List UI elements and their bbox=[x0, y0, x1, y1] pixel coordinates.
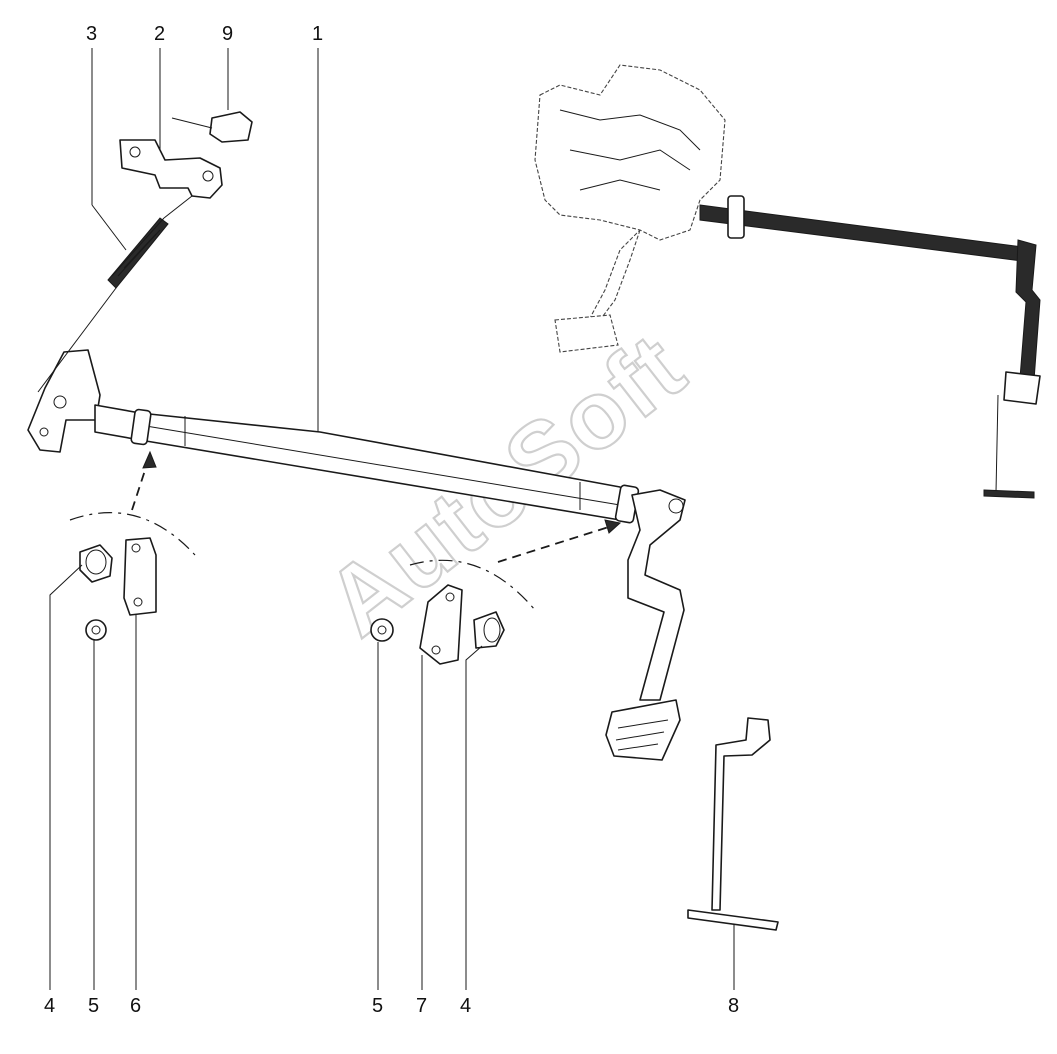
part-9-buffer bbox=[171, 111, 253, 143]
stop-bracket-body bbox=[711, 717, 771, 911]
callout-labels: 1 2 3 9 4 5 6 5 7 4 8 bbox=[44, 23, 739, 1017]
buffer-body bbox=[209, 111, 253, 143]
center-group-arc bbox=[409, 559, 536, 611]
inset-floor-plate bbox=[983, 489, 1035, 499]
left-bush-4 bbox=[79, 544, 113, 583]
label-5-left: 5 bbox=[88, 995, 99, 1017]
label-4-center: 4 bbox=[460, 995, 471, 1017]
label-7-center: 7 bbox=[416, 995, 427, 1017]
label-6-left: 6 bbox=[130, 995, 141, 1017]
center-clip-7 bbox=[419, 584, 463, 665]
leader-lines bbox=[49, 48, 735, 990]
part-1-pedal-shaft-assembly bbox=[27, 349, 686, 761]
label-9-top: 9 bbox=[222, 23, 233, 45]
assembly-overview-inset bbox=[534, 64, 1041, 499]
left-clip-6 bbox=[123, 537, 157, 616]
stop-bracket-foot bbox=[687, 909, 779, 931]
part-2-bracket bbox=[119, 139, 223, 199]
center-bushing-group bbox=[370, 519, 622, 665]
left-group-arc bbox=[69, 512, 196, 556]
label-8-bottom: 8 bbox=[728, 995, 739, 1017]
inset-pedal-pad bbox=[554, 314, 619, 353]
pedal-bracket-housing bbox=[534, 64, 726, 241]
inset-cross-shaft bbox=[699, 204, 1031, 263]
label-3-top: 3 bbox=[86, 23, 97, 45]
inset-pedal-arm bbox=[589, 229, 641, 321]
label-2-top: 2 bbox=[154, 23, 165, 45]
left-lever-arm bbox=[27, 349, 101, 453]
left-nut-5 bbox=[85, 619, 107, 641]
bracket-body bbox=[119, 139, 223, 199]
part-3-return-spring bbox=[37, 195, 193, 393]
label-1-top: 1 bbox=[312, 23, 323, 45]
center-bush-4 bbox=[473, 611, 505, 649]
label-4-left: 4 bbox=[44, 995, 55, 1017]
center-group-arrow-line bbox=[497, 524, 616, 563]
inset-shaft-clamp bbox=[727, 195, 745, 239]
center-nut-5 bbox=[370, 618, 394, 642]
brake-pedal-arm bbox=[627, 489, 686, 701]
label-5-center: 5 bbox=[372, 995, 383, 1017]
part-8-stop-bracket bbox=[687, 717, 779, 931]
inset-lever bbox=[1015, 239, 1041, 381]
center-group-arrow-head bbox=[604, 519, 622, 534]
left-bushing-group bbox=[69, 450, 196, 641]
left-group-arrow-head bbox=[142, 450, 157, 469]
inset-lever-foot bbox=[1003, 371, 1041, 405]
brake-pedal-pad bbox=[605, 699, 681, 761]
shaft-collar-left bbox=[130, 408, 152, 446]
